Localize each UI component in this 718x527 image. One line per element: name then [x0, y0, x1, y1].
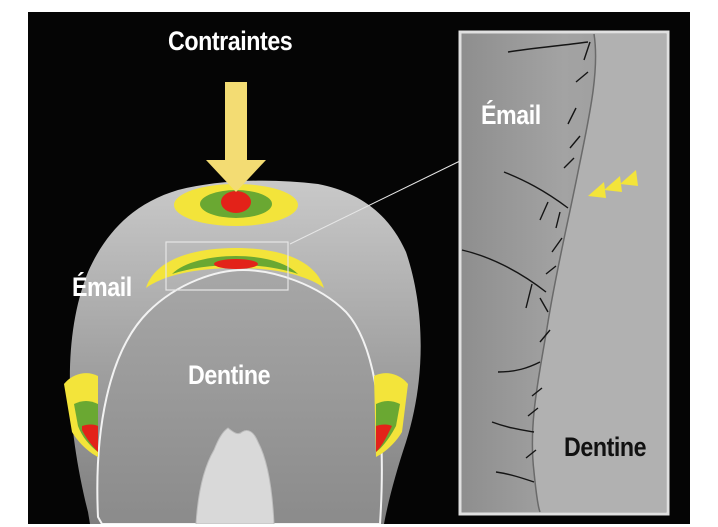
tooth-section	[70, 181, 421, 524]
enamel-label-right: Émail	[481, 100, 541, 131]
enamel-label-left: Émail	[72, 272, 132, 303]
dentine-label-right: Dentine	[564, 432, 646, 463]
stress-arrow	[206, 82, 266, 192]
dentine-label-left: Dentine	[188, 360, 270, 391]
figure-frame: Contraintes Émail Dentine Émail Dentine	[28, 12, 690, 524]
stress-label: Contraintes	[168, 26, 292, 57]
